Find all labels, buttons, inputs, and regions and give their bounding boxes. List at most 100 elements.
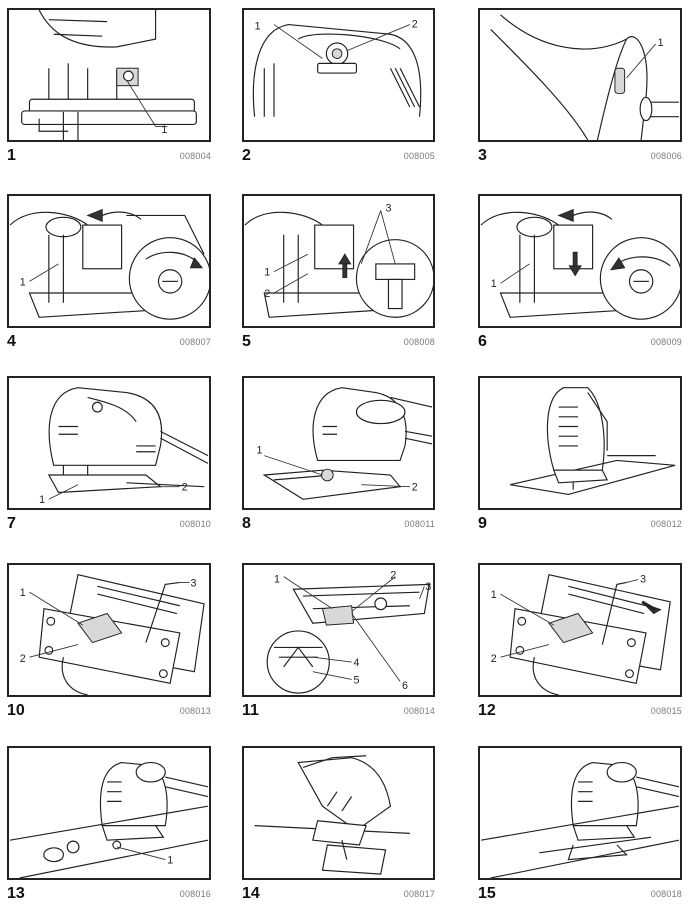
figure-11-callout-5: 5 <box>354 674 360 686</box>
figure-11-callout-4: 4 <box>354 657 360 669</box>
figure-14-code: 008017 <box>403 889 435 899</box>
figure-10-callout-2: 2 <box>20 653 26 665</box>
figure-3-illustration: 1 <box>478 8 682 142</box>
figure-2-number: 2 <box>242 147 251 164</box>
figure-5-number: 5 <box>242 333 251 350</box>
figure-6-illustration: 1 <box>478 194 682 328</box>
figure-11-code: 008014 <box>403 706 435 716</box>
figure-12-number: 12 <box>478 702 496 719</box>
figure-5: 3 1 2 5 008008 <box>242 194 435 354</box>
figure-6-callout-1: 1 <box>491 278 497 290</box>
figure-15-number: 15 <box>478 885 496 902</box>
figure-6-number: 6 <box>478 333 487 350</box>
figure-3-callout-1: 1 <box>658 37 664 49</box>
figure-6-code: 008009 <box>650 337 682 347</box>
figure-14-illustration <box>242 746 435 880</box>
figure-7: 2 1 7 008010 <box>7 376 211 536</box>
figure-5-code: 008008 <box>403 337 435 347</box>
figure-2-code: 008005 <box>403 151 435 161</box>
figure-9-number: 9 <box>478 515 487 532</box>
figure-3-code: 008006 <box>650 151 682 161</box>
figure-13-number: 13 <box>7 885 25 902</box>
figure-7-callout-1: 1 <box>39 494 45 506</box>
figure-1-illustration: 1 <box>7 8 211 142</box>
figure-11-callout-6: 6 <box>402 680 408 692</box>
figure-12-callout-1: 1 <box>491 589 497 601</box>
figure-9-illustration <box>478 376 682 510</box>
figure-2-callout-2: 2 <box>412 18 418 30</box>
figure-3: 1 3 008006 <box>478 8 682 168</box>
figure-12-callout-2: 2 <box>491 653 497 665</box>
figure-10-callout-1: 1 <box>20 587 26 599</box>
jigsaw-base-adjust-illustration: 1 2 <box>257 387 433 500</box>
figure-14: 14 008017 <box>242 746 435 906</box>
figure-15: 15 008018 <box>478 746 682 906</box>
figure-4-callout-1: 1 <box>20 276 26 288</box>
figure-10-callout-3: 3 <box>190 577 196 589</box>
figure-1-number: 1 <box>7 147 16 164</box>
figure-10-code: 008013 <box>179 706 211 716</box>
jigsaw-switch-illustration: 1 2 <box>252 18 422 117</box>
figure-13: 1 13 008016 <box>7 746 211 906</box>
figure-11-callout-1: 1 <box>274 573 280 585</box>
figure-2: 1 2 2 008005 <box>242 8 435 168</box>
plunge-cut-illustration: 1 <box>9 761 209 878</box>
figure-5-callout-1: 1 <box>264 267 270 279</box>
jigsaw-cutting-illustration <box>510 387 676 496</box>
figure-9: 9 008012 <box>478 376 682 536</box>
figure-14-number: 14 <box>242 885 260 902</box>
figure-7-number: 7 <box>7 515 16 532</box>
edge-cut-illustration <box>480 761 680 878</box>
figure-12: 1 2 3 12 008015 <box>478 563 682 723</box>
figure-12-code: 008015 <box>650 706 682 716</box>
figure-8-number: 8 <box>242 515 251 532</box>
figure-10: 1 2 3 10 008013 <box>7 563 211 723</box>
figure-7-code: 008010 <box>179 519 211 529</box>
figure-7-callout-2: 2 <box>182 482 188 494</box>
figure-15-illustration <box>478 746 682 880</box>
figure-8-illustration: 1 2 <box>242 376 435 510</box>
figure-9-code: 008012 <box>650 519 682 529</box>
figure-3-number: 3 <box>478 147 487 164</box>
figure-12-illustration: 1 2 3 <box>478 563 682 697</box>
figure-11-callout-3: 3 <box>425 581 431 593</box>
figure-8-code: 008011 <box>404 519 435 529</box>
figure-8-callout-2: 2 <box>412 482 418 494</box>
figure-8: 1 2 8 008011 <box>242 376 435 536</box>
figure-13-callout-1: 1 <box>167 854 173 866</box>
figure-4-number: 4 <box>7 333 16 350</box>
figure-4-illustration: 1 <box>7 194 211 328</box>
blade-release-illustration: 1 <box>480 208 680 320</box>
figure-1-callout-1: 1 <box>161 124 167 136</box>
figure-11-callout-2: 2 <box>390 570 396 582</box>
blade-lever-illustration: 1 <box>9 208 209 320</box>
figure-10-number: 10 <box>7 702 25 719</box>
figure-15-code: 008018 <box>650 889 682 899</box>
figure-10-illustration: 1 2 3 <box>7 563 211 697</box>
figure-2-illustration: 1 2 <box>242 8 435 142</box>
figure-5-callout-3: 3 <box>386 203 392 215</box>
figure-13-code: 008016 <box>179 889 211 899</box>
figure-4: 1 4 008007 <box>7 194 211 354</box>
base-slide-illustration: 1 2 3 <box>491 573 671 695</box>
figure-11-number: 11 <box>242 702 259 719</box>
figure-7-illustration: 2 1 <box>7 376 211 510</box>
figure-5-illustration: 3 1 2 <box>242 194 435 328</box>
figure-12-callout-3: 3 <box>640 573 646 585</box>
figure-6: 1 6 008009 <box>478 194 682 354</box>
jigsaw-base-illustration: 1 <box>21 10 197 140</box>
figure-13-illustration: 1 <box>7 746 211 880</box>
blade-insert-illustration: 3 1 2 <box>244 203 433 318</box>
figure-1: 1 1 008004 <box>7 8 211 168</box>
figure-1-code: 008004 <box>179 151 211 161</box>
jigsaw-side-illustration: 2 1 <box>39 387 209 506</box>
figure-8-callout-1: 1 <box>257 445 263 457</box>
figure-11: 1 2 3 4 5 6 11 008014 <box>242 563 435 723</box>
base-hex-wrench-illustration: 1 2 3 <box>20 573 205 695</box>
figure-2-callout-1: 1 <box>255 20 261 32</box>
figure-11-illustration: 1 2 3 4 5 6 <box>242 563 435 697</box>
figure-4-code: 008007 <box>179 337 211 347</box>
jigsaw-rear-illustration: 1 <box>490 14 679 140</box>
tilted-cut-illustration <box>254 755 410 875</box>
base-underside-illustration: 1 2 3 4 5 6 <box>266 570 431 694</box>
